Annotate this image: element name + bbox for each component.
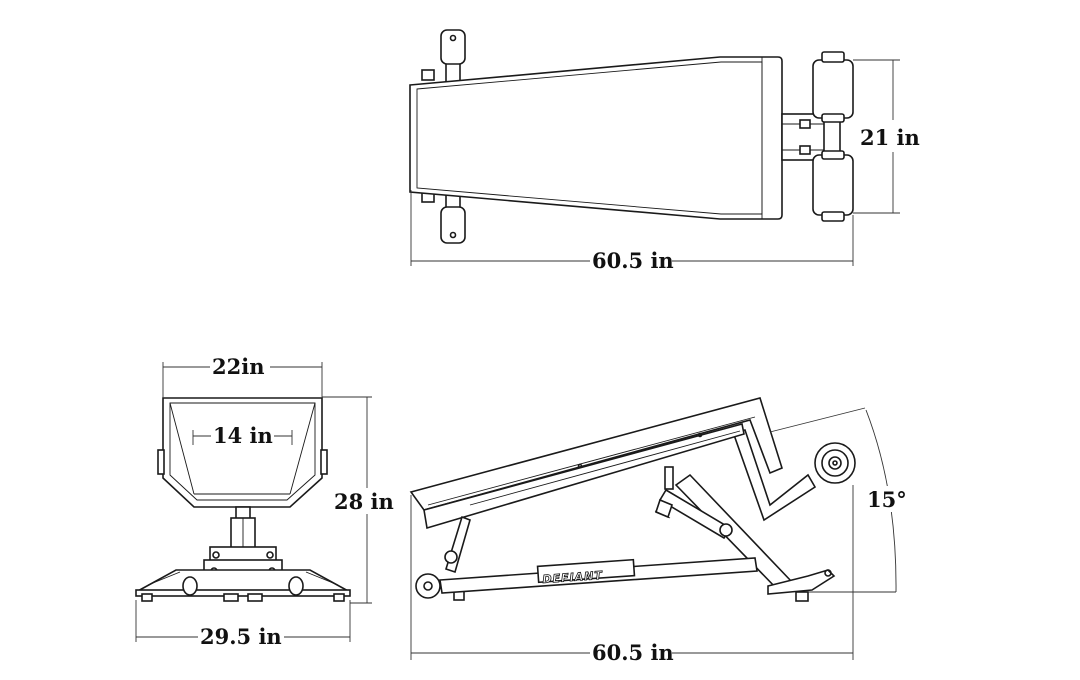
front-base xyxy=(135,569,351,602)
side-view: DEFIANT 15° 60.5 in xyxy=(409,397,908,665)
side-length-label: 60.5 in xyxy=(592,640,674,665)
angle-label: 15° xyxy=(867,487,907,512)
front-inner-width-dimension: 14 in xyxy=(192,423,293,448)
front-height-label: 28 in xyxy=(334,489,394,514)
side-angle-dimension: 15° xyxy=(769,407,908,593)
front-post xyxy=(203,506,283,577)
side-length-dimension: 60.5 in xyxy=(410,485,854,665)
brand-label: DEFIANT xyxy=(542,569,604,586)
side-roller-arm xyxy=(731,429,856,522)
top-view: 21 in 60.5 in xyxy=(409,29,922,273)
top-length-label: 60.5 in xyxy=(592,248,674,273)
front-pad-width-label: 22in xyxy=(212,354,264,379)
side-base-rail: DEFIANT xyxy=(439,557,836,602)
top-width-dimension: 21 in xyxy=(853,59,922,214)
front-inner-width-label: 14 in xyxy=(213,423,273,448)
top-roller-lower xyxy=(812,150,854,222)
top-length-dimension: 60.5 in xyxy=(410,190,854,273)
bottom-handle xyxy=(421,189,466,244)
side-front-leg xyxy=(415,515,471,601)
front-base-width-label: 29.5 in xyxy=(200,624,282,649)
side-seat-pad xyxy=(409,397,783,530)
front-pad-width-dimension: 22in xyxy=(162,354,323,398)
front-view: 22in 14 in 28 in 29.5 in xyxy=(135,354,398,649)
front-height-dimension: 28 in xyxy=(322,396,398,604)
top-width-label: 21 in xyxy=(860,125,920,150)
front-pad xyxy=(157,397,328,508)
top-handle xyxy=(421,29,466,83)
top-roller-upper xyxy=(812,51,854,123)
front-base-width-dimension: 29.5 in xyxy=(135,600,351,649)
top-seat-pad xyxy=(409,56,783,220)
